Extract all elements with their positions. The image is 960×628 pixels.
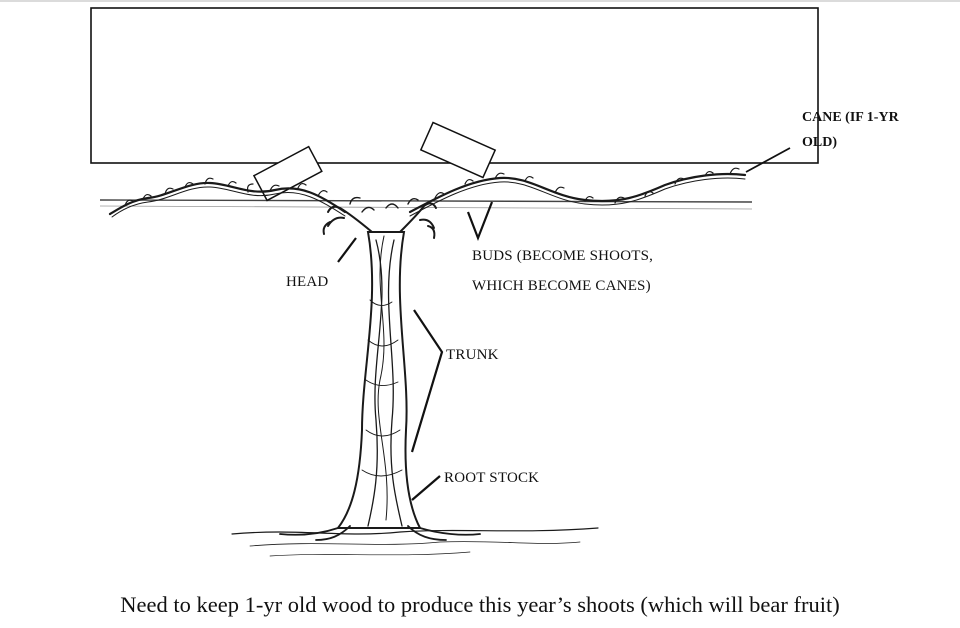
buds-leader bbox=[466, 201, 494, 242]
right-tag-box bbox=[419, 121, 497, 179]
cane-label-line1: CANE (IF 1-YR bbox=[802, 110, 900, 125]
head-leader bbox=[337, 237, 357, 263]
vine-head bbox=[322, 196, 437, 239]
left-tag-box bbox=[252, 145, 323, 202]
left-cane bbox=[108, 177, 347, 218]
cane-label-line2: OLD) bbox=[802, 135, 837, 150]
buds-label-line1: BUDS (BECOME SHOOTS, bbox=[472, 248, 653, 264]
vine-trunk bbox=[279, 231, 481, 541]
root-stock-label: ROOT STOCK bbox=[444, 470, 539, 486]
ground bbox=[231, 527, 599, 557]
cane-leader bbox=[745, 147, 791, 173]
trunk-label: TRUNK bbox=[446, 347, 499, 363]
leader-lines bbox=[337, 147, 791, 501]
diagram-caption: Need to keep 1-yr old wood to produce th… bbox=[120, 592, 839, 617]
trunk-bracket bbox=[410, 309, 444, 453]
right-cane bbox=[408, 167, 747, 217]
head-label: HEAD bbox=[286, 274, 328, 290]
buds-label-line2: WHICH BECOME CANES) bbox=[472, 278, 651, 294]
trellis-wire bbox=[99, 199, 753, 203]
root-stock-leader bbox=[411, 475, 441, 501]
